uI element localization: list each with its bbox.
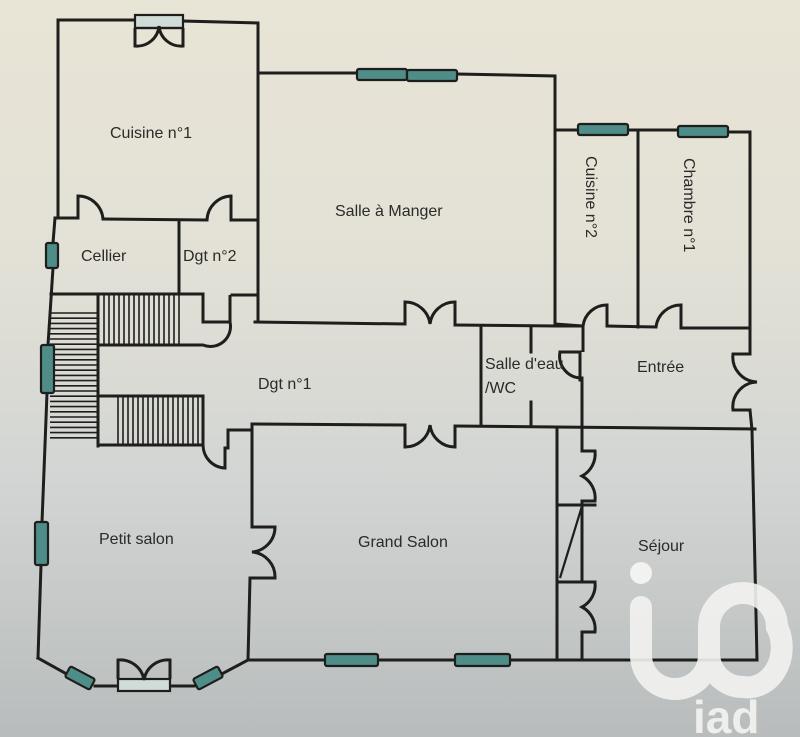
door-grand-salon-top <box>403 424 457 449</box>
label-entree: Entrée <box>637 359 684 376</box>
windows <box>33 13 730 693</box>
label-salle-a-manger: Salle à Manger <box>335 203 443 220</box>
label-salle-d-eau: Salle d'eau <box>485 356 564 373</box>
room-labels: Cuisine n°1 Salle à Manger Cuisine n°2 C… <box>81 125 697 555</box>
label-cuisine-2: Cuisine n°2 <box>582 156 599 238</box>
door-cuisine-dgt2 <box>205 194 233 221</box>
walls <box>35 18 759 688</box>
label-wc: /WC <box>485 380 516 397</box>
label-dgt-1: Dgt n°1 <box>258 376 312 393</box>
label-petit-salon: Petit salon <box>99 531 174 548</box>
iad-logo-watermark: iad <box>630 562 793 737</box>
door-entree <box>731 352 758 412</box>
doors <box>76 194 758 634</box>
label-chambre-1: Chambre n°1 <box>680 158 697 253</box>
label-sejour: Séjour <box>638 538 685 555</box>
door-chambre1 <box>654 303 683 328</box>
label-grand-salon: Grand Salon <box>358 534 448 551</box>
staircase <box>50 292 232 470</box>
label-cellier: Cellier <box>81 248 127 265</box>
door-closet-2 <box>578 580 597 634</box>
label-cuisine-1: Cuisine n°1 <box>110 125 192 142</box>
iad-brand-text: iad <box>693 691 759 737</box>
label-dgt-2: Dgt n°2 <box>183 248 237 265</box>
door-petit-grand-salon <box>250 525 277 580</box>
door-cuisine-cellier <box>76 194 105 220</box>
door-cuisine2 <box>581 303 609 352</box>
door-salle-a-manger <box>403 300 457 325</box>
door-closet-1 <box>578 449 597 503</box>
